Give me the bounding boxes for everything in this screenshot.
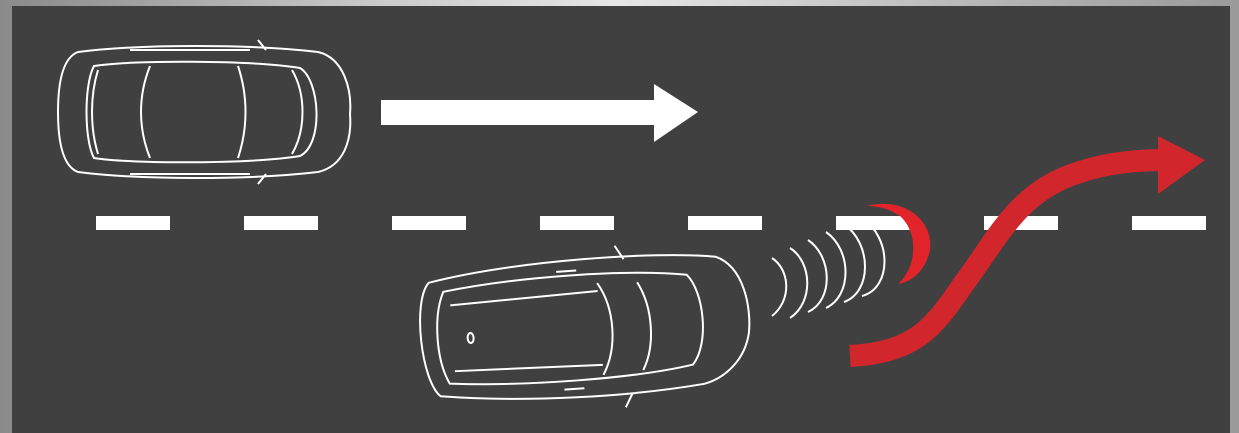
arrow-right-icon [381,84,698,142]
lane-divider [96,216,1206,230]
suv-topview-icon [419,245,751,408]
sensor-wave-icon [771,217,886,319]
car-topview-icon [56,39,352,185]
detection-arc-icon [866,203,931,284]
curved-lane-change-arrow-icon [849,136,1205,367]
